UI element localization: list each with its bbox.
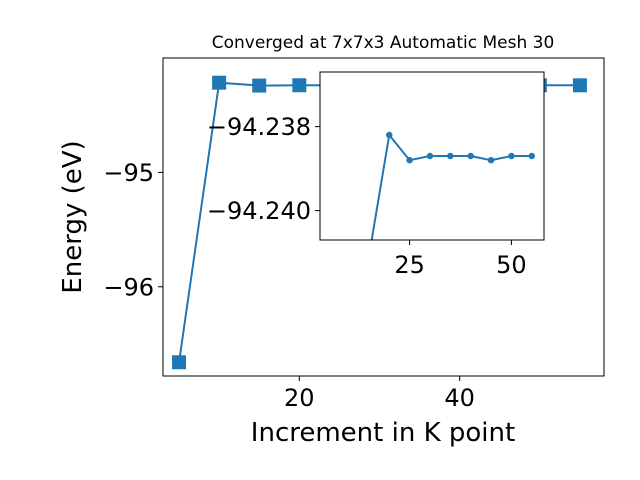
main-data-point (172, 355, 187, 370)
inset-data-point (487, 157, 495, 164)
inset-y-ticks: −94.240 −94.238 (207, 113, 320, 225)
chart-title: Converged at 7x7x3 Automatic Mesh 30 (212, 33, 555, 53)
inset-series (366, 131, 535, 260)
main-y-tick-label: −95 (103, 159, 154, 187)
main-y-ticks: −96 −95 (103, 159, 163, 301)
inset-x-tick-label: 50 (496, 251, 527, 279)
main-y-tick-label: −96 (103, 273, 154, 301)
inset-data-point (508, 152, 515, 160)
main-data-point (572, 78, 587, 93)
main-data-point (292, 78, 307, 93)
main-x-tick-label: 20 (284, 384, 315, 412)
inset-x-tick-label: 25 (394, 251, 425, 279)
x-axis-label: Increment in K point (251, 418, 515, 448)
inset-plot-area: 25 50 −94.240 −94.238 (207, 71, 545, 279)
inset-data-point (426, 152, 434, 160)
inset-data-point (447, 152, 454, 160)
y-axis-label: Energy (eV) (58, 140, 88, 293)
inset-data-point (528, 152, 535, 160)
inset-data-point (386, 131, 393, 139)
main-x-tick-label: 40 (444, 384, 475, 412)
inset-data-point (467, 152, 474, 160)
main-axes-frame (162, 57, 605, 377)
inset-y-tick-label: −94.240 (207, 197, 311, 225)
inset-data-point (366, 254, 372, 260)
inset-data-point (406, 157, 413, 164)
inset-y-tick-label: −94.238 (207, 113, 311, 141)
inset-axes-frame (319, 71, 545, 241)
main-data-point (212, 75, 227, 90)
inset-x-ticks: 25 50 (394, 240, 527, 279)
main-data-point (252, 78, 267, 93)
